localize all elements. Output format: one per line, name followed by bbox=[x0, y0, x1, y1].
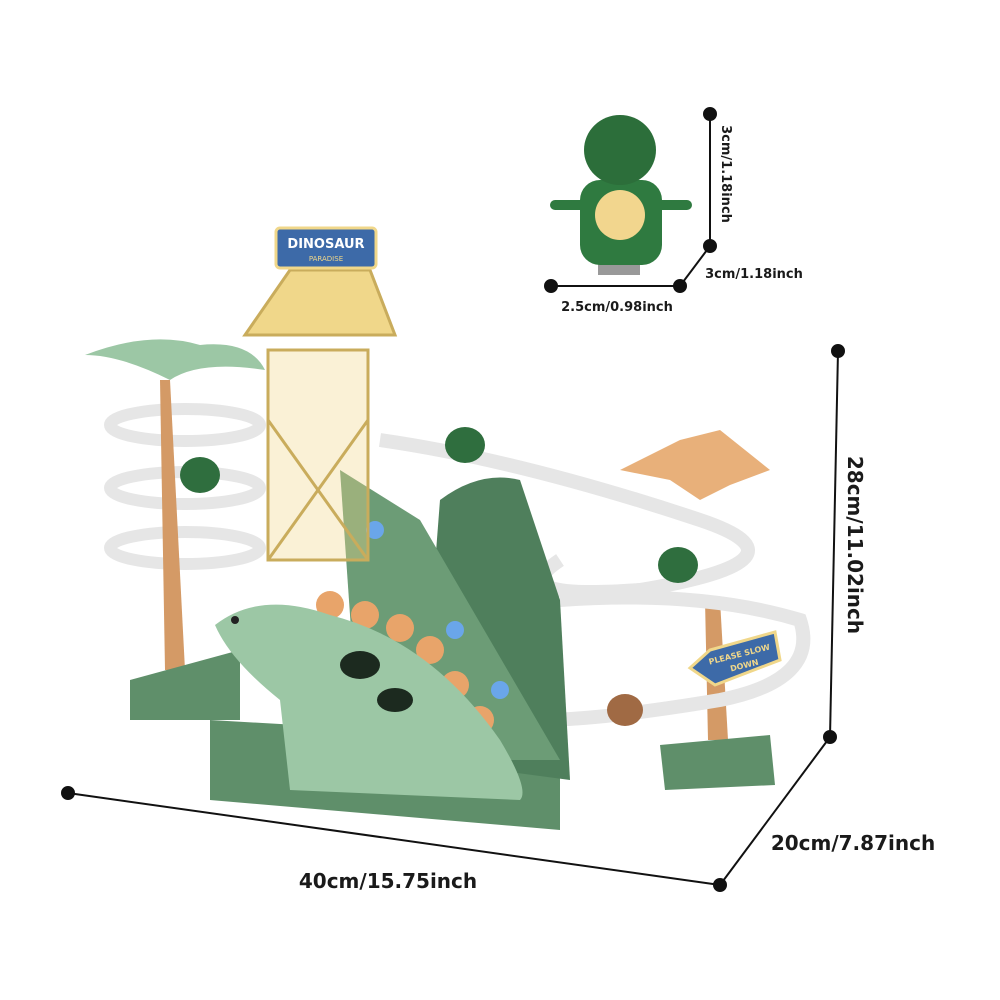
dinosaur-car bbox=[550, 115, 692, 275]
track-lights bbox=[366, 521, 509, 699]
car-height-label: 3cm/1.18inch bbox=[718, 125, 733, 223]
sign-subtitle: PARADISE bbox=[309, 255, 343, 263]
car-depth-label: 3cm/1.18inch bbox=[705, 267, 803, 282]
slow-down-sign: PLEASE SLOW DOWN bbox=[687, 630, 782, 687]
left-spiral-track bbox=[104, 403, 266, 570]
sign-title: DINOSAUR bbox=[287, 237, 364, 252]
dino-cars bbox=[180, 427, 698, 726]
main-height-label: 28cm/11.02inch bbox=[843, 456, 867, 634]
pterodactyl bbox=[620, 430, 770, 500]
tower bbox=[242, 268, 398, 562]
stegosaurus bbox=[215, 591, 523, 800]
dimension-lines bbox=[61, 107, 845, 892]
car-width-label: 2.5cm/0.98inch bbox=[561, 300, 673, 315]
main-depth-label: 20cm/7.87inch bbox=[771, 831, 935, 855]
dinosaur-paradise-sign: DINOSAUR PARADISE bbox=[274, 226, 378, 270]
main-width-label: 40cm/15.75inch bbox=[299, 869, 477, 893]
